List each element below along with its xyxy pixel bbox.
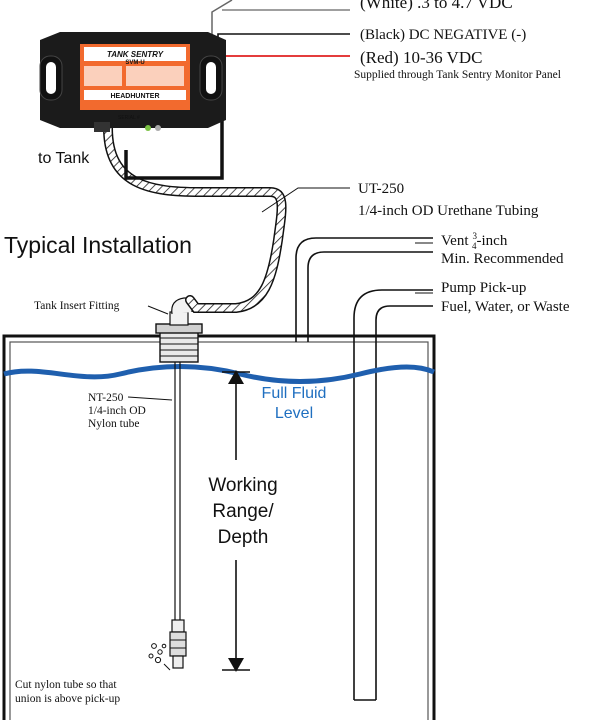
tank-sentry-device: [39, 32, 226, 132]
to-tank-label: to Tank: [38, 150, 90, 167]
diagram-title: Typical Installation: [4, 232, 192, 258]
device-brand: TANK SENTRY: [107, 50, 164, 59]
range-label-3: Depth: [218, 527, 269, 548]
nylon-code: NT-250: [88, 392, 124, 404]
red-wire: [223, 55, 350, 70]
wire-white-label: (White) .3 to 4.7 VDC: [360, 0, 513, 12]
wire-black-label: (Black) DC NEGATIVE (-): [360, 27, 526, 43]
vent-note: Min. Recommended: [441, 251, 564, 267]
tubing-code: UT-250: [358, 181, 404, 197]
cut-note-2: union is above pick-up: [15, 693, 120, 705]
leader-lines: [127, 187, 433, 671]
cut-note-1: Cut nylon tube so that: [15, 679, 117, 691]
pickup-desc: Fuel, Water, or Waste: [441, 299, 570, 315]
vent-pipe: [295, 237, 433, 342]
black-cable-down: [124, 120, 224, 180]
nylon-size: 1/4-inch OD: [88, 405, 146, 417]
urethane-tubing: [103, 123, 287, 313]
insert-fitting-label: Tank Insert Fitting: [34, 300, 120, 312]
supply-note: Supplied through Tank Sentry Monitor Pan…: [354, 69, 561, 81]
tank-wall-inner: [9, 341, 429, 720]
bubbles: [148, 643, 167, 664]
vent-suffix: -inch: [477, 233, 508, 249]
tank-insert-fitting: [155, 297, 203, 363]
fluid-surface: [3, 364, 435, 384]
device-model: SVM-U: [125, 60, 144, 66]
working-range-arrow: [222, 370, 250, 672]
pickup-title: Pump Pick-up: [441, 280, 526, 296]
wire-red-label: (Red) 10-36 VDC: [360, 48, 482, 67]
range-label-2: Range/: [212, 501, 274, 522]
nylon-tube: [169, 362, 187, 669]
pickup-pipe: [353, 289, 433, 701]
nylon-material: Nylon tube: [88, 418, 139, 430]
tank-wall: [2, 334, 436, 720]
vent-fraction-num: 3: [473, 231, 478, 241]
tank: [2, 334, 436, 720]
tubing-desc: 1/4-inch OD Urethane Tubing: [358, 203, 539, 219]
full-fluid-level-label: Level: [275, 405, 313, 422]
black-wire: [217, 33, 350, 62]
range-label-1: Working: [208, 475, 277, 496]
device-maker: HEADHUNTER: [111, 93, 160, 100]
full-fluid-label: Full Fluid: [262, 385, 327, 402]
vent-fraction-den: 4: [472, 241, 477, 251]
vent-word: Vent: [441, 233, 469, 249]
device-serial-label: SERIAL #: [118, 115, 140, 121]
